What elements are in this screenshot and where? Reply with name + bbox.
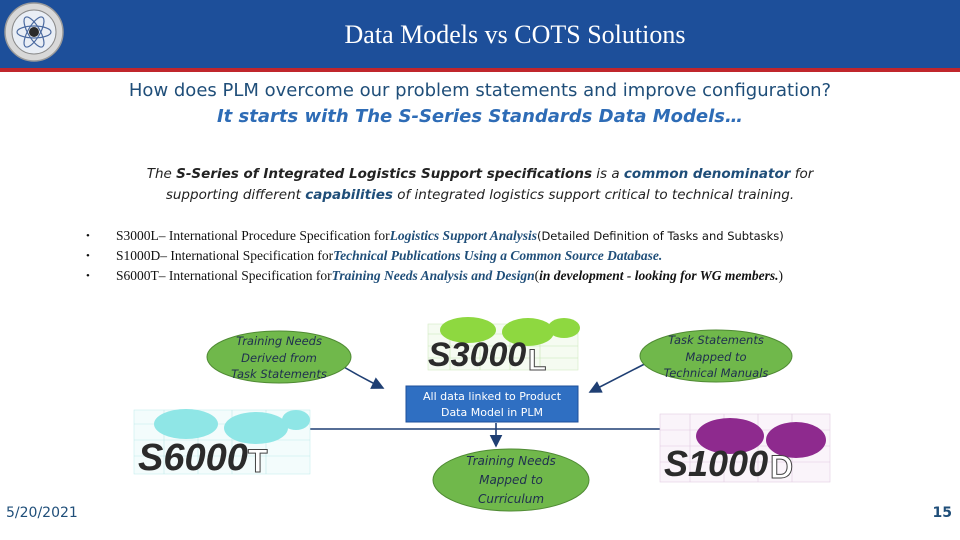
logo-text: S1000 [664, 443, 768, 484]
spec-code: S6000T [116, 268, 159, 283]
logo-text: S3000 [428, 336, 526, 374]
box-text: Mapped to [685, 350, 746, 364]
bullet-dot: • [86, 230, 90, 242]
intro-text: The [146, 166, 177, 182]
spec-subject: Logistics Support Analysis [389, 228, 537, 243]
product-data-model-box: All data linked to Product Data Model in… [405, 385, 579, 423]
logo-suffix: L [528, 344, 546, 377]
s6000t-logo: S6000 T [133, 409, 311, 480]
intro-text: is a [591, 166, 624, 182]
bullet-s1000d: • S1000D – International Specification f… [86, 246, 946, 266]
slide-header [0, 0, 960, 72]
intro-paragraph: The S-Series of Integrated Logistics Sup… [100, 164, 860, 206]
globe-shape [154, 409, 218, 439]
globe-shape [502, 318, 554, 346]
spec-note: ( [534, 268, 540, 283]
agency-seal-icon [4, 2, 64, 62]
spec-note: ) [778, 268, 783, 283]
box-text: Derived from [241, 351, 317, 365]
task-statements-mapped-box: Task Statements Mapped to Technical Manu… [639, 329, 793, 383]
globe-shape [766, 422, 826, 458]
spec-text: – International Specification for [160, 248, 334, 263]
box-text: Technical Manuals [664, 366, 769, 380]
spec-text: – International Procedure Specification … [158, 228, 390, 243]
bullet-dot: • [86, 270, 90, 282]
globe-shape [224, 412, 288, 444]
spec-code: S1000D [116, 248, 161, 263]
bullet-dot: • [86, 250, 90, 262]
tagline: It starts with The S-Series Standards Da… [216, 106, 744, 127]
bullet-s6000t: • S6000T – International Specification f… [86, 266, 946, 286]
intro-text: for [790, 166, 814, 182]
spec-text: – International Specification for [158, 268, 332, 283]
box-text: Task Statements [231, 367, 327, 381]
intro-bold-text: S-Series of Integrated Logistics Support… [176, 166, 592, 182]
globe-shape [440, 317, 496, 343]
intro-highlight: capabilities [305, 187, 393, 203]
page-number: 15 [932, 505, 952, 521]
question-line: How does PLM overcome our problem statem… [128, 80, 832, 101]
s3000l-logo: S3000 L [427, 317, 580, 378]
training-needs-curriculum-box: Training Needs Mapped to Curriculum [432, 448, 590, 512]
spec-note-bold: in development - looking for WG members. [539, 268, 779, 283]
spec-bullet-list: • S3000L – International Procedure Speci… [86, 226, 946, 286]
spec-code: S3000L [116, 228, 159, 243]
bullet-s3000l: • S3000L – International Procedure Speci… [86, 226, 946, 246]
box-text: All data linked to Product [423, 390, 562, 403]
box-text: Training Needs [236, 334, 322, 348]
spec-subject: Training Needs Analysis and Design [331, 268, 535, 283]
slide-date: 5/20/2021 [6, 505, 78, 521]
logo-text: S6000 [138, 437, 248, 479]
s1000d-logo: S1000 D [659, 413, 831, 486]
training-needs-derived-box: Training Needs Derived from Task Stateme… [206, 330, 352, 384]
intro-highlight: common denominator [623, 166, 791, 182]
globe-shape [696, 418, 764, 454]
box-text: Mapped to [479, 473, 543, 487]
globe-shape [282, 410, 310, 430]
box-text: Training Needs [466, 454, 556, 468]
intro-text: supporting different [165, 187, 306, 203]
box-text: Curriculum [478, 492, 544, 506]
logo-suffix: D [770, 449, 793, 485]
intro-text: of integrated logistics support critical… [392, 187, 795, 203]
box-text: Data Model in PLM [441, 406, 543, 419]
spec-subject: Technical Publications Using a Common So… [333, 248, 663, 263]
slide-title: Data Models vs COTS Solutions [344, 20, 686, 49]
header-red-rule [0, 68, 960, 72]
globe-shape [548, 318, 580, 338]
spec-note: (Detailed Definition of Tasks and Subtas… [536, 229, 784, 243]
box-text: Task Statements [668, 333, 764, 347]
logo-suffix: T [248, 443, 268, 479]
